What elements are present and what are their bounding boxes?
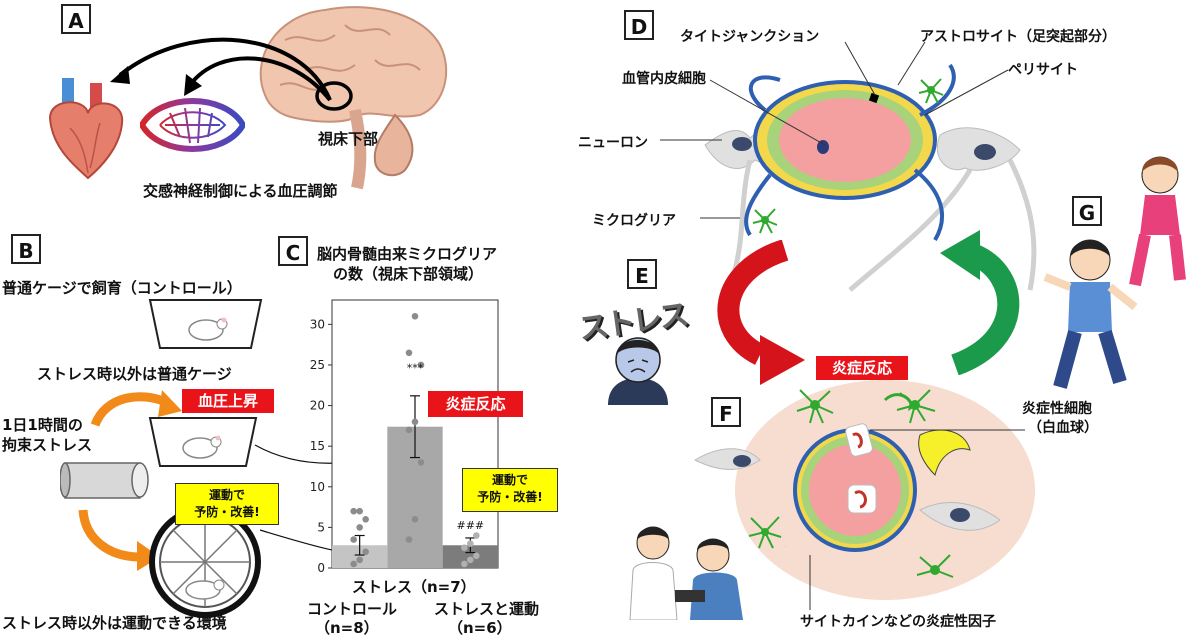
data-point — [411, 312, 419, 320]
y-tick-label: 0 — [317, 561, 325, 575]
data-point — [461, 544, 468, 551]
microglia-bar-chart: 0 5 10 15 20 25 30 *** ### — [310, 299, 499, 575]
chart-title-line1: 脳内骨髄由来ミクログリア — [317, 245, 498, 263]
xlabel-exercise-1: ストレスと運動 — [434, 600, 540, 618]
data-point — [356, 556, 363, 564]
tight-junction-label: タイトジャンクション — [680, 29, 820, 45]
panel-letter-a: A — [61, 4, 91, 34]
restraint-stress-line1: 1日1時間の — [2, 416, 83, 434]
data-point — [417, 459, 425, 466]
data-point — [411, 515, 419, 523]
data-point — [362, 515, 369, 523]
exercise-prevent-badge-b: 運動で 予防・改善! — [175, 483, 279, 525]
panel-letter-c: C — [278, 236, 308, 266]
restraint-stress-line2: 拘束ストレス — [2, 436, 93, 454]
inflammatory-cell-leader — [870, 429, 1025, 431]
arrow-brain-to-heart — [110, 37, 332, 102]
panel-letter-e: E — [627, 259, 657, 289]
heart-icon — [48, 78, 124, 180]
panel-letter-g: G — [1072, 196, 1102, 226]
arrow-red-curved — [717, 240, 805, 385]
xlabel-control-1: コントロール — [307, 600, 398, 618]
chart-title-line2: の数（視床下部領域） — [333, 265, 484, 283]
neuron-label: ニューロン — [578, 135, 648, 151]
pericyte-label: ペリサイト — [1008, 62, 1078, 78]
exercise-badge-c-line2: 予防・改善! — [477, 490, 543, 504]
panel-letter-d: D — [624, 10, 654, 40]
microglia-icon-lower-left — [748, 516, 782, 549]
y-tick-label: 20 — [310, 399, 325, 413]
inflammation-badge-f: 炎症反応 — [816, 356, 908, 380]
endothelial-cell-label: 血管内皮細胞 — [622, 71, 706, 87]
data-point — [362, 548, 369, 556]
microglia-icon-legend — [752, 208, 778, 234]
microglia-label: ミクログリア — [592, 213, 676, 229]
cage-normal — [148, 299, 263, 349]
data-point — [356, 507, 363, 515]
running-boy-icon — [1043, 239, 1138, 389]
hypothalamus-label: 視床下部 — [318, 130, 379, 148]
inflammatory-cell-label-2: （白血球） — [1028, 420, 1098, 436]
data-point — [350, 560, 357, 568]
capillary-network-icon — [140, 98, 245, 152]
arrow-green-curved — [940, 230, 1020, 375]
brain-illustration — [259, 6, 448, 190]
exercise-badge-b-line2: 予防・改善! — [194, 505, 260, 519]
significance-label: ### — [457, 519, 485, 532]
data-point — [350, 536, 357, 543]
normal-cage-label: 普通ケージで飼育（コントロール） — [2, 279, 242, 297]
label-leader-lines-d — [660, 41, 1009, 219]
y-tick-label: 30 — [310, 317, 325, 331]
y-tick-label: 10 — [310, 480, 325, 494]
data-point — [417, 361, 425, 369]
data-point — [473, 532, 480, 539]
doctor-patient-illustration — [629, 526, 743, 620]
y-tick-label: 25 — [310, 358, 325, 372]
stressed-person-icon — [608, 337, 668, 405]
blood-pressure-caption: 交感神経制御による血圧調節 — [143, 182, 338, 200]
arrow-orange-to-wheel — [78, 509, 160, 571]
xlabel-exercise-2: （n=6） — [448, 619, 512, 637]
data-point — [467, 556, 474, 564]
y-tick-label: 5 — [317, 520, 325, 534]
xlabel-stress: ストレス（n=7） — [352, 578, 476, 596]
microglia-cluster-f — [785, 389, 954, 578]
data-point — [411, 418, 419, 426]
data-point — [356, 524, 363, 531]
exercise-environment-label: ストレス時以外は運動できる環境 — [2, 614, 227, 632]
xlabel-control-2: （n=8） — [315, 619, 379, 637]
data-point — [405, 349, 413, 357]
inflammation-badge-c: 炎症反応 — [428, 391, 523, 417]
y-tick-label: 15 — [310, 439, 325, 453]
panel-letter-f: F — [711, 397, 741, 427]
cytokine-leader — [809, 555, 811, 610]
microglia-icon-top — [918, 78, 944, 104]
cage-stress — [148, 417, 258, 467]
data-point — [405, 536, 413, 543]
cytokine-label: サイトカインなどの炎症性因子 — [800, 614, 996, 630]
exercise-prevent-badge-c: 運動で 予防・改善! — [462, 468, 558, 512]
exercise-badge-b-line1: 運動で — [208, 488, 245, 502]
inflammatory-cell-label-1: 炎症性細胞 — [1022, 401, 1092, 417]
panel-letter-b: B — [11, 234, 41, 264]
data-point — [461, 560, 468, 568]
stress-cage-label: ストレス時以外は普通ケージ — [37, 365, 232, 383]
arrow-orange-to-cage — [90, 390, 182, 427]
exercise-wheel-icon — [149, 506, 261, 618]
blood-brain-barrier-illustration — [704, 63, 1037, 292]
exercise-badge-c-line1: 運動で — [491, 473, 528, 487]
data-point — [473, 552, 480, 560]
restraint-tube-icon — [60, 462, 149, 499]
data-point — [350, 507, 357, 515]
blood-pressure-rise-badge: 血圧上昇 — [182, 389, 274, 413]
astrocyte-label: アストロサイト（足突起部分） — [920, 29, 1116, 45]
inflammation-illustration — [693, 380, 1035, 600]
data-point — [467, 540, 474, 547]
data-point — [405, 426, 413, 434]
significance-label: *** — [407, 361, 424, 374]
running-girl-icon — [1129, 156, 1186, 287]
